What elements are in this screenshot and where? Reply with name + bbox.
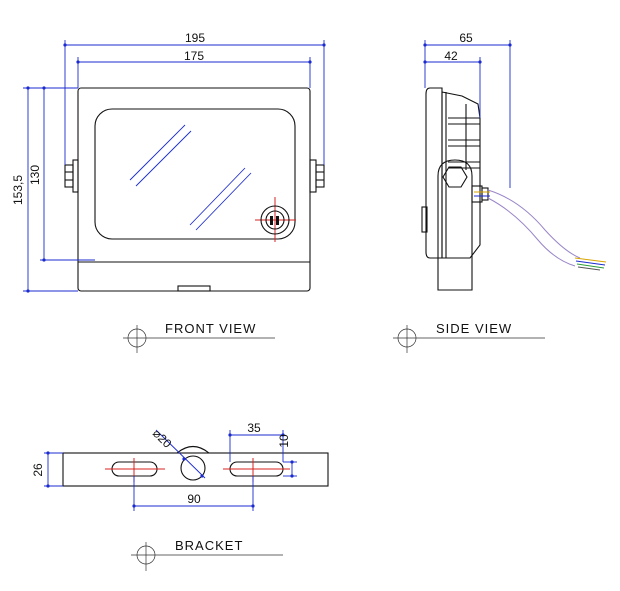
dim-bracket-height: 26: [31, 451, 63, 488]
side-bracket-nut: [442, 166, 468, 188]
dim-overall-depth: 65: [423, 31, 512, 188]
side-bracket-arm: [437, 159, 473, 291]
bracket-title-block: BRACKET: [131, 538, 283, 571]
side-view: 65 42 SIDE VIEW: [393, 31, 607, 353]
side-view-title-block: SIDE VIEW: [393, 321, 545, 353]
dim-130-label: 130: [28, 165, 42, 185]
bracket-title: BRACKET: [175, 538, 243, 553]
bracket-view: 26 ⌀20 35 10: [31, 421, 329, 571]
dim-d20-label: ⌀20: [150, 426, 175, 451]
dim-inner-height: 130: [28, 86, 95, 262]
power-cable: [487, 189, 607, 271]
dim-inner-width: 175: [76, 49, 312, 88]
dim-65-label: 65: [459, 31, 473, 45]
left-bolt: [64, 159, 79, 193]
dim-35-label: 35: [247, 421, 261, 435]
cable-gland: [471, 185, 490, 203]
dim-slot-width: 10: [277, 434, 297, 478]
bracket-center-hole: [180, 455, 206, 481]
front-glass: [94, 108, 296, 240]
side-front-plate: [425, 87, 443, 259]
dim-90-label: 90: [187, 492, 201, 506]
dim-175-label: 175: [184, 49, 204, 63]
bracket-plate: [62, 452, 329, 487]
front-view-title-block: FRONT VIEW: [123, 321, 275, 353]
dim-195-label: 195: [185, 31, 205, 45]
dim-10-label: 10: [277, 434, 291, 448]
dim-overall-height: 153,5: [11, 86, 78, 293]
dim-overall-width: 195: [63, 31, 326, 165]
side-heatsink: [441, 91, 481, 259]
dim-42-label: 42: [444, 49, 458, 63]
bracket-center-boss: [176, 445, 210, 454]
front-housing: [77, 87, 311, 292]
front-bottom-tab: [177, 285, 211, 292]
right-bolt: [309, 159, 325, 193]
sensor: [255, 197, 296, 242]
dim-153-5-label: 153,5: [11, 175, 25, 205]
glass-reflection: [129, 124, 252, 231]
front-view-title: FRONT VIEW: [165, 321, 256, 336]
dim-slot-spacing: 90: [132, 476, 255, 511]
front-view: 195 175 153,5 130: [11, 31, 326, 353]
dim-26-label: 26: [31, 463, 45, 477]
dim-body-depth: 42: [423, 49, 482, 118]
side-view-title: SIDE VIEW: [436, 321, 512, 336]
dim-slot-length: 35: [228, 421, 285, 462]
